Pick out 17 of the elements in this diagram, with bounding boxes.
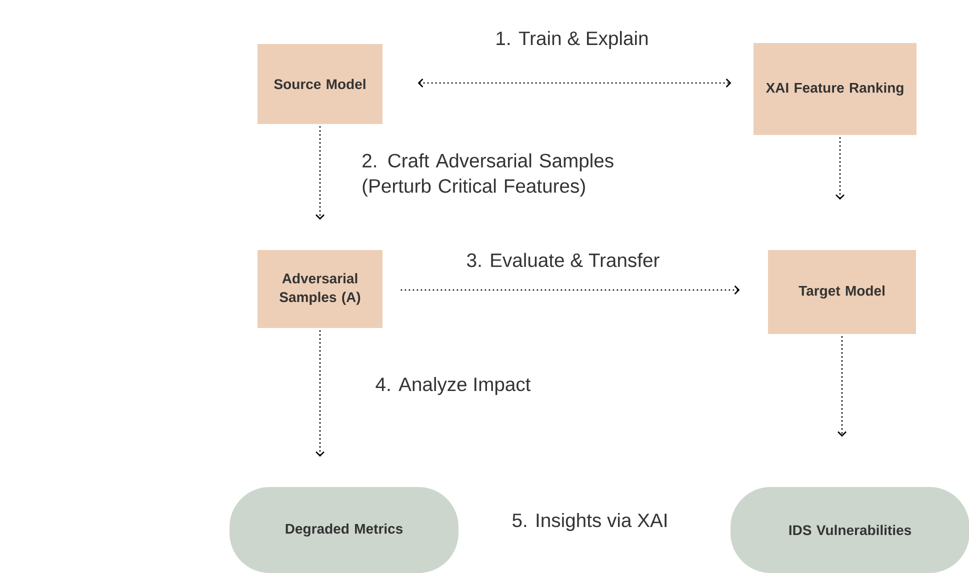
rounded-box: IDS Vulnerabilities (730, 487, 969, 573)
arrow (836, 137, 844, 200)
process-box: Adversarial Samples (A) (258, 250, 382, 328)
edge-label: 3. Evaluate & Transfer (467, 252, 660, 268)
edge-label: 4. Analyze Impact (376, 376, 531, 395)
arrow (400, 286, 740, 294)
rounded-box: Degraded Metrics (230, 487, 458, 573)
step-label: 5. Insights via XAI (512, 512, 666, 531)
edge-label: 2. Craft Adversarial Samples (Perturb Critical Features) (362, 153, 614, 197)
process-box: XAI Feature Ranking (754, 43, 916, 135)
arrow (316, 126, 324, 220)
process-box: Target Model (768, 250, 916, 334)
arrow (316, 330, 324, 457)
process-box: Source Model (258, 44, 382, 124)
arrow (418, 78, 732, 88)
arrow (838, 336, 846, 437)
edge-label: 1. Train & Explain (496, 30, 648, 49)
